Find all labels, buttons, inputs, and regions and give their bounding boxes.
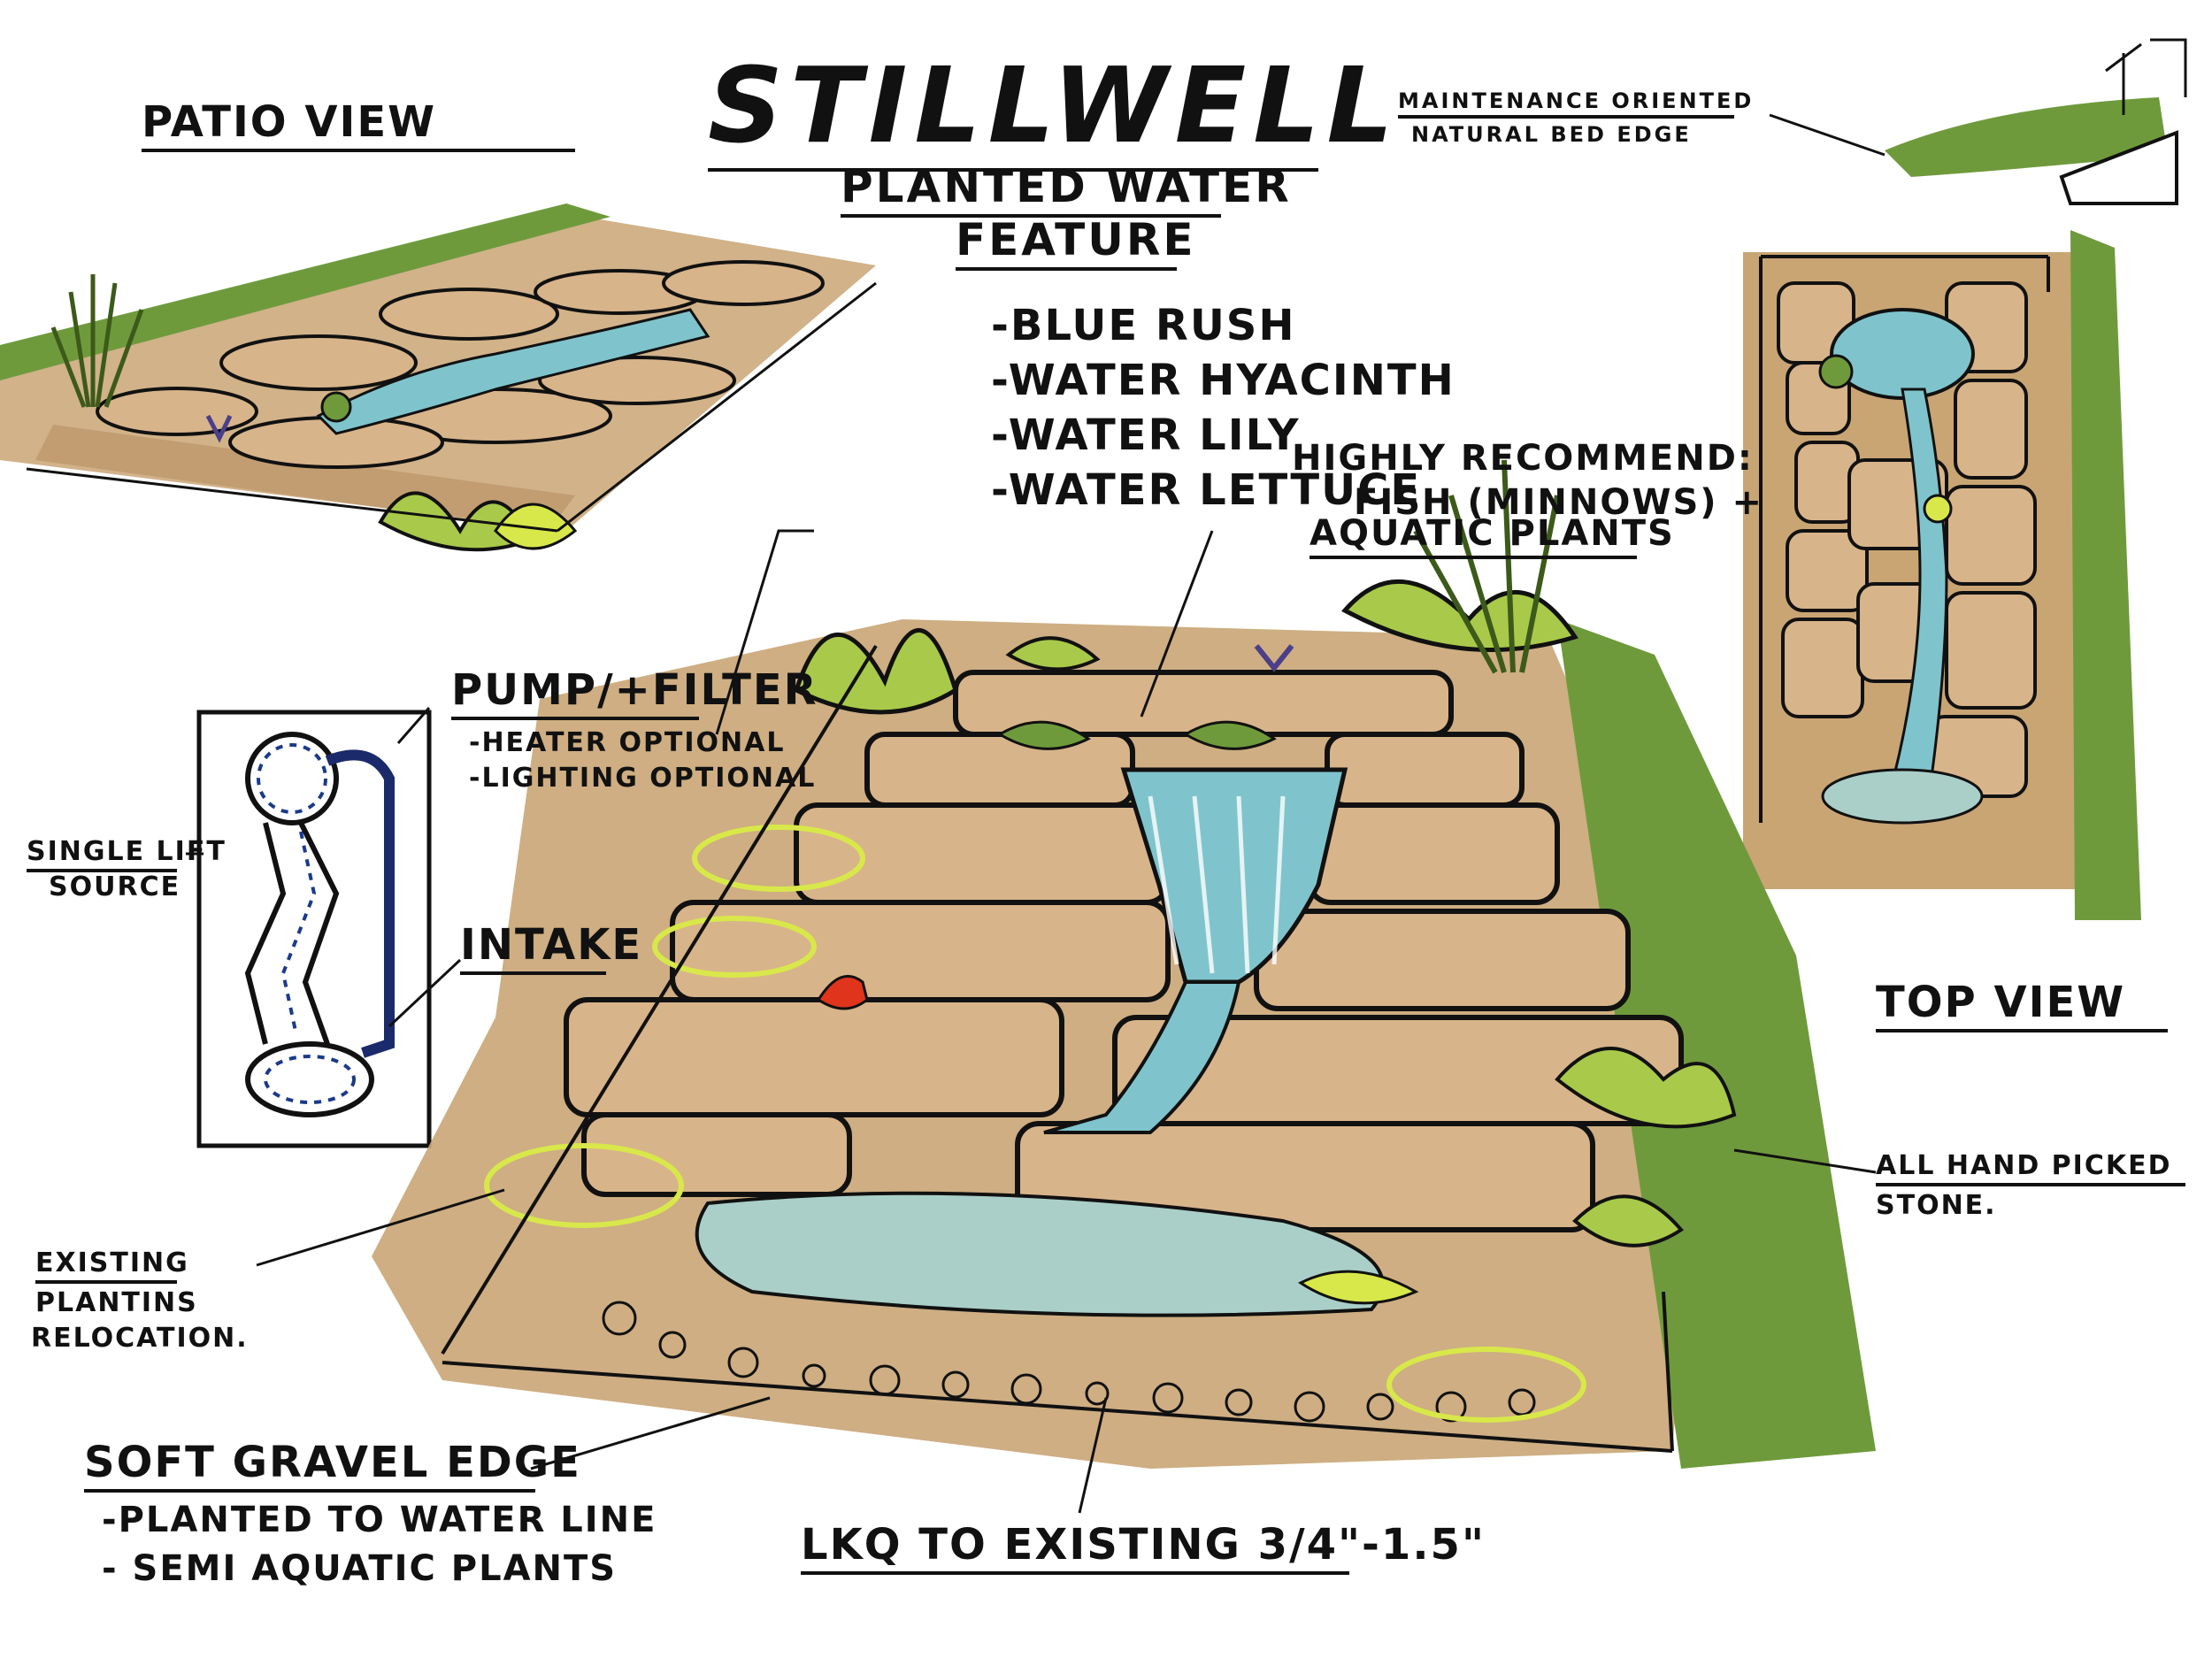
existing-line-1: Existing <box>35 1247 188 1284</box>
bed-edge-sketch <box>1885 38 2187 205</box>
existing-line-3: Relocation. <box>31 1323 249 1354</box>
plant-list-item: -Blue Rush <box>991 301 1296 350</box>
single-lift-line-2: Source <box>49 871 181 902</box>
intake-label: Intake <box>460 920 641 975</box>
hand-picked-line-1: All Hand Picked <box>1876 1150 2185 1186</box>
top-view-label: Top View <box>1876 978 2168 1032</box>
main-perspective-sketch <box>372 459 1876 1469</box>
lkq-label: LKQ to Existing 3/4"-1.5" <box>801 1520 1484 1575</box>
patio-view-label: Patio View <box>142 97 575 152</box>
top-view-sketch <box>1743 230 2141 920</box>
maintenance-line-2: Natural Bed Edge <box>1411 122 1692 147</box>
plant-list-item: -Water Hyacinth <box>991 356 1455 405</box>
leader-lines <box>186 113 1886 1514</box>
plant-list-item: -Water Lettuce <box>991 465 1422 515</box>
recommend-line-3: Aquatic Plants <box>1310 513 1673 559</box>
soft-gravel-edge-label: Soft Gravel Edge <box>84 1438 580 1493</box>
soft-gravel-line-2: - Semi Aquatic plants <box>102 1548 618 1589</box>
hand-picked-line-2: Stone. <box>1876 1190 1997 1221</box>
subtitle-line-2: Feature <box>956 214 1194 271</box>
heater-optional-label: -Heater optional <box>469 727 786 758</box>
lighting-optional-label: -Lighting optional <box>469 763 817 794</box>
soft-gravel-line-1: -Planted to water line <box>102 1500 657 1540</box>
plant-list-item: -Water Lily <box>991 411 1301 460</box>
recommend-line-2: Fish (minnows) + <box>1354 482 1763 523</box>
single-lift-line-1: Single Lift <box>27 836 225 872</box>
pump-filter-diagram <box>196 710 432 1148</box>
patio-view-sketch <box>0 203 877 552</box>
maintenance-line-1: Maintenance Oriented <box>1398 88 1751 119</box>
pump-filter-label: Pump/+Filter <box>451 665 817 720</box>
subtitle-line-1: Planted Water <box>841 161 1289 218</box>
title: Stillwell <box>708 44 1394 172</box>
recommend-line-1: Highly Recommend: <box>1292 438 1754 479</box>
existing-line-2: Plantins <box>35 1287 198 1318</box>
